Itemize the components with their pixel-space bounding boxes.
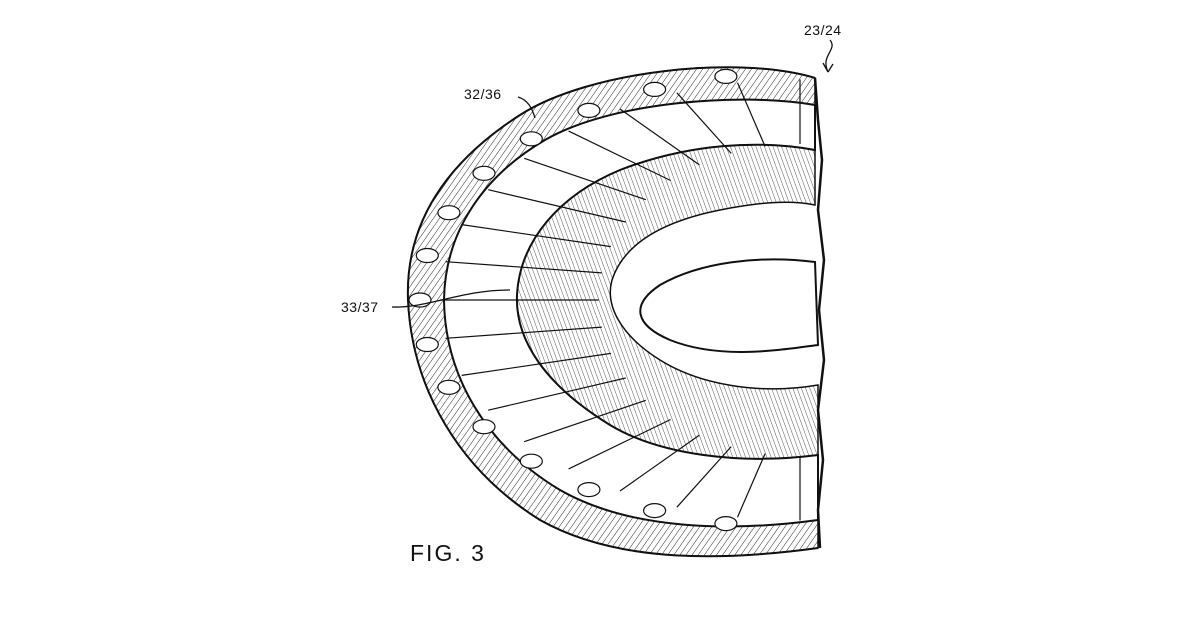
winding-clip: [642, 503, 667, 519]
leader-line-33-37: [391, 289, 511, 308]
leader-line-23-24: [825, 39, 833, 73]
winding-clip: [415, 247, 439, 264]
core-segment-line: [568, 418, 671, 470]
reference-numeral-outer-winding: 32/36: [464, 86, 502, 102]
leader-arrow-23-24: [822, 62, 834, 73]
core-segment-line: [488, 377, 626, 411]
winding-clip: [642, 81, 667, 98]
winding-clip: [519, 131, 543, 147]
winding-clip: [437, 205, 461, 221]
core-segment-line: [736, 453, 766, 518]
winding-clip: [519, 453, 543, 469]
center-opening: [639, 258, 820, 353]
core-segment-line: [568, 130, 671, 182]
winding-clip: [577, 102, 601, 119]
winding-clip: [472, 419, 496, 435]
core-segment-line: [676, 92, 732, 154]
break-line: [813, 77, 826, 549]
core-segment-line: [461, 224, 611, 248]
winding-clips: [408, 68, 738, 532]
winding-clip: [577, 482, 601, 498]
core-segment-line: [676, 446, 732, 508]
inner-winding-band: [516, 143, 819, 460]
reference-numeral-core: 23/24: [804, 22, 842, 38]
core-segment-lines: [440, 79, 801, 521]
winding-clip: [415, 336, 439, 353]
core-segment-line: [445, 261, 602, 274]
core-segment-line: [524, 399, 646, 443]
core-segment-line: [461, 352, 611, 376]
reference-numeral-inner-winding: 33/37: [341, 299, 379, 315]
core-segment-line: [619, 108, 700, 166]
winding-clip: [714, 68, 738, 85]
winding-clip: [472, 165, 496, 181]
core-segment-line: [619, 434, 700, 492]
figure-label: FIG. 3: [410, 540, 486, 566]
winding-clip: [437, 379, 461, 395]
core-segment-line: [488, 189, 626, 223]
core-segment-line: [524, 157, 646, 201]
core-segment-line: [445, 326, 602, 339]
core-segment-line: [736, 82, 766, 147]
leader-line-32-36: [517, 96, 536, 119]
winding-clip: [714, 515, 738, 532]
